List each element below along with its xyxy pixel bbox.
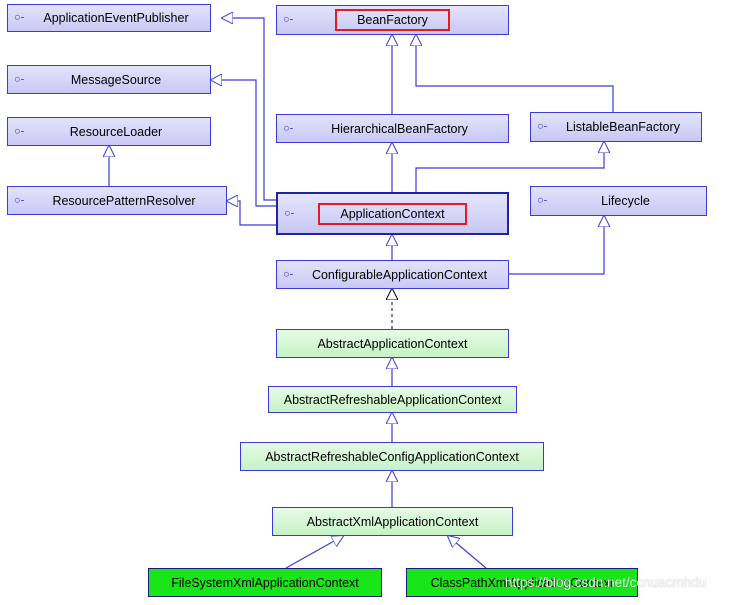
interface-icon: ○- — [284, 206, 295, 219]
interface-icon: ○- — [537, 120, 548, 133]
edge-classpath-to-xml — [448, 536, 487, 569]
node-configurable-application-context: ○- ConfigurableApplicationContext — [276, 260, 509, 289]
node-listable-bean-factory: ○- ListableBeanFactory — [530, 112, 702, 142]
node-bean-factory: ○- BeanFactory — [276, 5, 509, 35]
interface-icon: ○- — [283, 121, 294, 134]
node-abstract-xml-application-context: AbstractXmlApplicationContext — [272, 507, 513, 536]
node-hierarchical-bean-factory: ○- HierarchicalBeanFactory — [276, 114, 509, 143]
edge-ac-to-event-publisher — [222, 18, 276, 201]
interface-icon: ○- — [14, 124, 25, 137]
watermark: https://blog.csdn.net/ccnuacmhdu — [505, 575, 707, 590]
node-message-source: ○- MessageSource — [7, 65, 211, 94]
node-class-path-xml-application-context: ClassPathXmlApplicationContext — [406, 568, 638, 597]
node-file-system-xml-application-context: FileSystemXmlApplicationContext — [148, 568, 382, 597]
edge-listable-to-beanfactory — [416, 35, 614, 112]
node-application-context: ○- ApplicationContext — [276, 192, 509, 235]
highlight-box-bean-factory: BeanFactory — [335, 9, 450, 31]
node-resource-loader: ○- ResourceLoader — [7, 117, 211, 146]
interface-icon: ○- — [283, 267, 294, 280]
edge-ac-to-message-source — [211, 80, 276, 207]
interface-icon: ○- — [283, 13, 294, 26]
node-lifecycle: ○- Lifecycle — [530, 186, 707, 216]
edge-ac-to-listable — [415, 142, 604, 192]
node-abstract-application-context: AbstractApplicationContext — [276, 329, 509, 358]
edge-cac-to-lifecycle — [509, 216, 604, 275]
node-application-event-publisher: ○- ApplicationEventPublisher — [7, 4, 211, 32]
node-abstract-refreshable-config-application-context: AbstractRefreshableConfigApplicationCont… — [240, 442, 544, 471]
node-abstract-refreshable-application-context: AbstractRefreshableApplicationContext — [268, 386, 517, 413]
interface-icon: ○- — [14, 11, 25, 24]
edge-filesystem-to-xml — [285, 536, 343, 569]
interface-icon: ○- — [537, 194, 548, 207]
highlight-box-application-context: ApplicationContext — [318, 202, 467, 225]
edge-ac-to-resolver — [227, 201, 276, 226]
node-resource-pattern-resolver: ○- ResourcePatternResolver — [7, 186, 227, 215]
interface-icon: ○- — [14, 72, 25, 85]
interface-icon: ○- — [14, 193, 25, 206]
